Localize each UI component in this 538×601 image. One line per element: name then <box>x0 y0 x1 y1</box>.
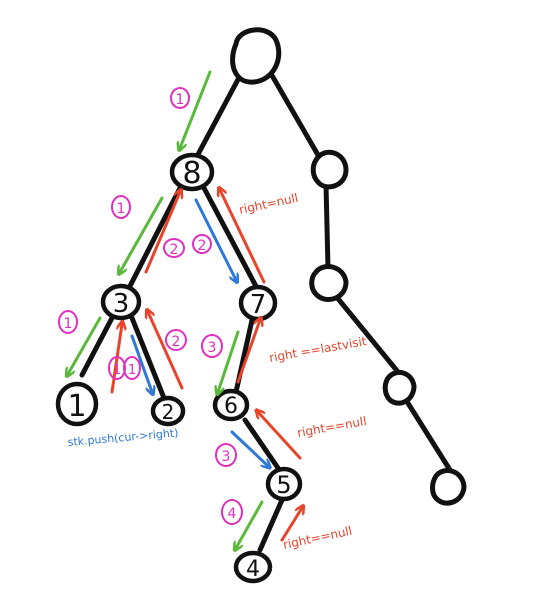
node-4-label: 4 <box>246 557 260 582</box>
svg-text:1: 1 <box>113 363 121 378</box>
note-right-null-bottom: right==null <box>282 524 354 552</box>
edge-5-4 <box>257 497 285 553</box>
red-arrow-6 <box>258 412 302 460</box>
svg-text:2: 2 <box>172 334 181 350</box>
node-6-label: 6 <box>224 394 238 419</box>
node-8-label: 8 <box>182 156 201 191</box>
step-marker-2a: 2 <box>163 238 185 258</box>
tree-edges <box>79 69 453 553</box>
edge-right-chain-3 <box>403 397 453 473</box>
note-stk-push: stk.push(cur->right) <box>67 426 179 449</box>
node-5-label: 5 <box>276 471 291 499</box>
blue-arrow-3-2 <box>130 334 152 392</box>
node-1-label: 1 <box>67 389 86 424</box>
edge-3-2 <box>129 315 167 401</box>
edge-right-chain-2 <box>332 292 401 375</box>
edge-right-chain-1 <box>323 182 331 271</box>
node-6: 6 <box>212 388 250 422</box>
svg-text:4: 4 <box>228 506 237 522</box>
green-arrow-4 <box>218 330 240 392</box>
node-right-1 <box>310 149 349 190</box>
edge-root-right <box>267 69 321 158</box>
step-marker-1a: 1 <box>170 87 190 109</box>
node-root <box>230 27 282 85</box>
node-right-2 <box>309 264 349 302</box>
node-right-4 <box>430 468 467 506</box>
note-right-null-top: right=null <box>238 191 300 217</box>
edge-root-8 <box>192 69 245 163</box>
node-4: 4 <box>233 550 273 584</box>
labeled-nodes: 8 3 1 2 7 6 5 4 <box>55 152 303 584</box>
step-marker-1b: 1 <box>111 195 131 219</box>
svg-text:2: 2 <box>198 238 207 254</box>
red-arrow-3-right <box>148 312 184 390</box>
green-arrow-3 <box>68 316 102 374</box>
green-arrow-5 <box>236 500 264 548</box>
blue-arrow-8-7 <box>194 198 236 280</box>
svg-text:1: 1 <box>117 201 126 217</box>
step-marker-2c: 2 <box>165 329 187 351</box>
note-right-lastvisit: right ==lastvisit <box>268 334 368 365</box>
svg-text:3: 3 <box>208 340 217 356</box>
green-arrow-2 <box>120 196 164 272</box>
step-marker-4: 4 <box>221 499 243 525</box>
svg-text:1: 1 <box>64 316 73 332</box>
node-7: 7 <box>238 284 278 322</box>
edge-3-1 <box>79 315 115 378</box>
red-arrow-8-right <box>220 190 266 284</box>
svg-text:1: 1 <box>128 363 136 378</box>
green-arrows <box>68 70 264 548</box>
step-marker-3a: 3 <box>201 334 223 358</box>
unlabeled-nodes <box>230 27 467 506</box>
node-2: 2 <box>150 395 186 427</box>
red-arrow-5 <box>280 508 302 542</box>
node-2-label: 2 <box>162 400 175 424</box>
node-3-label: 3 <box>113 289 130 319</box>
green-arrow-1 <box>180 70 212 148</box>
red-arrow-7 <box>236 320 260 384</box>
node-8: 8 <box>169 152 215 192</box>
node-right-3 <box>382 369 417 406</box>
blue-arrow-6-5 <box>230 430 268 466</box>
svg-text:3: 3 <box>222 449 231 465</box>
node-3: 3 <box>100 283 142 321</box>
note-right-null-mid: right==null <box>296 414 368 440</box>
node-1: 1 <box>55 381 99 427</box>
svg-text:2: 2 <box>170 242 179 258</box>
red-arrows <box>110 190 302 542</box>
node-5: 5 <box>265 466 303 502</box>
step-marker-1e: 1 <box>123 356 141 380</box>
blue-arrows <box>130 198 268 466</box>
step-marker-1c: 1 <box>58 310 78 334</box>
step-marker-2b: 2 <box>192 234 212 254</box>
edge-8-3 <box>125 185 183 293</box>
svg-text:1: 1 <box>176 92 185 108</box>
step-marker-3b: 3 <box>215 443 237 467</box>
node-7-label: 7 <box>250 290 267 320</box>
step-markers: 1 1 2 2 1 2 1 1 <box>58 87 243 525</box>
edge-8-7 <box>201 185 261 293</box>
red-arrow-8 <box>144 192 180 274</box>
